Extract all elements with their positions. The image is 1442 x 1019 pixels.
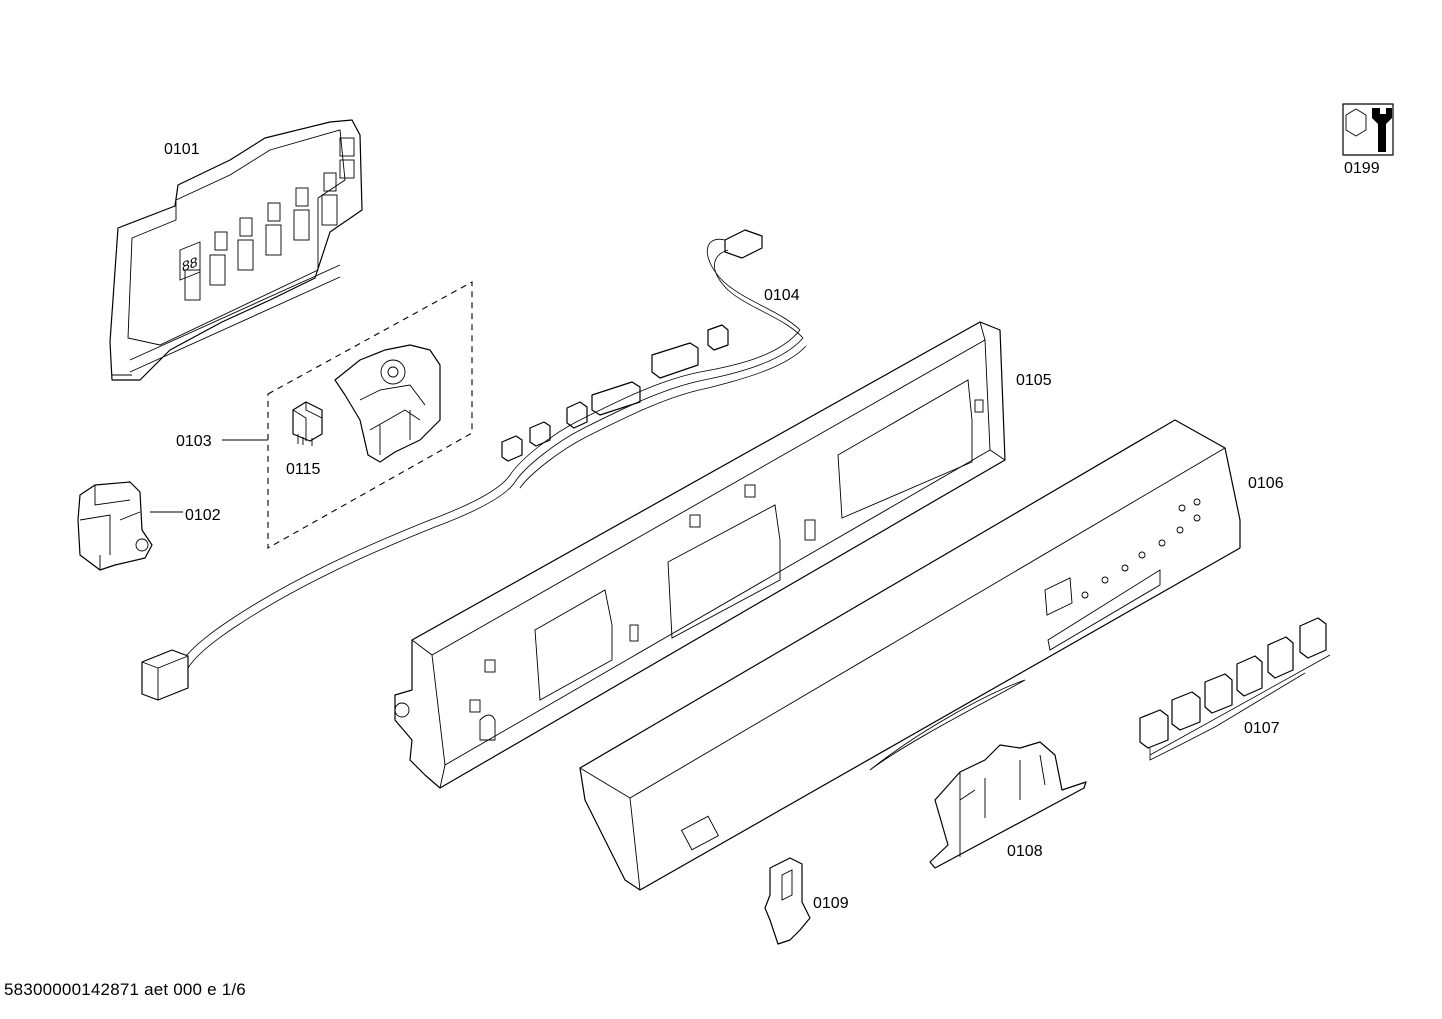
wiring-harness-part[interactable] [141,229,807,701]
button-set-part[interactable] [1139,617,1331,761]
label-0106: 0106 [1248,475,1284,492]
handle-part[interactable] [929,741,1087,869]
switch-assembly-part[interactable] [334,344,441,463]
label-0101: 0101 [164,141,200,158]
panel-frame-part[interactable] [394,321,1006,789]
group-0103-outline [267,281,473,549]
door-switch-part[interactable] [77,481,153,571]
label-0104: 0104 [764,287,800,304]
label-0108: 0108 [1007,843,1043,860]
label-0102: 0102 [185,507,221,524]
label-0199: 0199 [1344,160,1380,177]
control-module-part[interactable]: 88 [109,119,363,381]
suppressor-part[interactable] [292,401,323,446]
service-wrench-icon[interactable] [1342,103,1394,156]
label-0105: 0105 [1016,372,1052,389]
control-panel-fascia-part[interactable] [579,419,1241,891]
clip-part[interactable] [764,857,811,945]
label-0103: 0103 [176,433,212,450]
document-footer-code: 58300000142871 aet 000 e 1/6 [4,980,246,999]
label-0107: 0107 [1244,720,1280,737]
label-0115: 0115 [286,461,321,478]
label-0109: 0109 [813,895,849,912]
